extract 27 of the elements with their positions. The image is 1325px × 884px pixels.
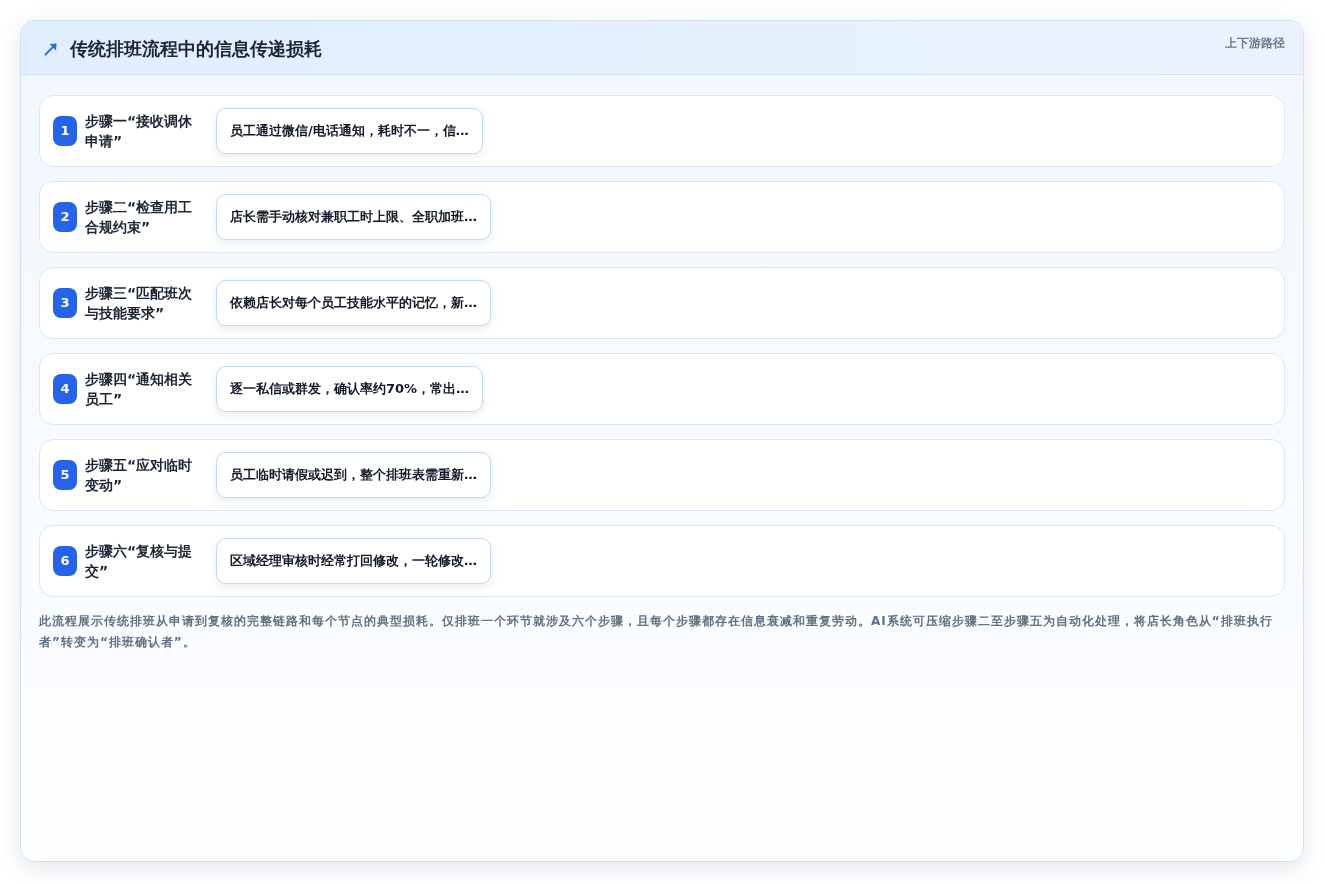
step-card bbox=[39, 353, 1285, 425]
description-box: 逐一私信或群发，确认率约70%，常出… bbox=[216, 366, 484, 412]
step-card bbox=[39, 181, 1285, 253]
step-card bbox=[39, 95, 1285, 167]
step-title: 步骤三“匹配班次与技能要求” bbox=[85, 284, 194, 323]
number-badge: 1 bbox=[53, 116, 77, 146]
step-title: 步骤五“应对临时变动” bbox=[85, 456, 194, 495]
description-box: 区域经理审核时经常打回修改，一轮修改… bbox=[216, 538, 491, 584]
number-badge: 4 bbox=[53, 374, 77, 404]
description-box: 员工通过微信/电话通知，耗时不一，信… bbox=[216, 108, 483, 154]
description-box: 依赖店长对每个员工技能水平的记忆，新… bbox=[216, 280, 491, 326]
step-title: 步骤六“复核与提交” bbox=[85, 542, 194, 581]
number-badge: 5 bbox=[53, 460, 77, 490]
header-note: 上下游路径 bbox=[1225, 35, 1285, 51]
caption-text: 此流程展示传统排班从申请到复核的完整链路和每个节点的典型损耗。仅排班一个环节就涉及六个步骤，且每个步骤都存在信息衰减和重复劳动。AI系统可压缩步骤二至步骤五为自动化处理，将店长角色从“排班执行者”转变为“排班确认者”。 bbox=[39, 613, 1274, 651]
step-card bbox=[39, 439, 1285, 511]
description-box: 店长需手动核对兼职工时上限、全职加班… bbox=[216, 194, 491, 240]
step-card bbox=[39, 267, 1285, 339]
step-title: 步骤二“检查用工合规约束” bbox=[85, 198, 194, 237]
panel-title: 传统排班流程中的信息传递损耗 bbox=[70, 37, 322, 61]
step-title: 步骤四“通知相关员工” bbox=[85, 370, 194, 409]
number-badge: 6 bbox=[53, 546, 77, 576]
number-badge: 3 bbox=[53, 288, 77, 318]
description-box: 员工临时请假或迟到，整个排班表需重新… bbox=[216, 452, 491, 498]
step-title: 步骤一“接收调休申请” bbox=[85, 112, 194, 151]
step-card bbox=[39, 525, 1285, 597]
number-badge: 2 bbox=[53, 202, 77, 232]
